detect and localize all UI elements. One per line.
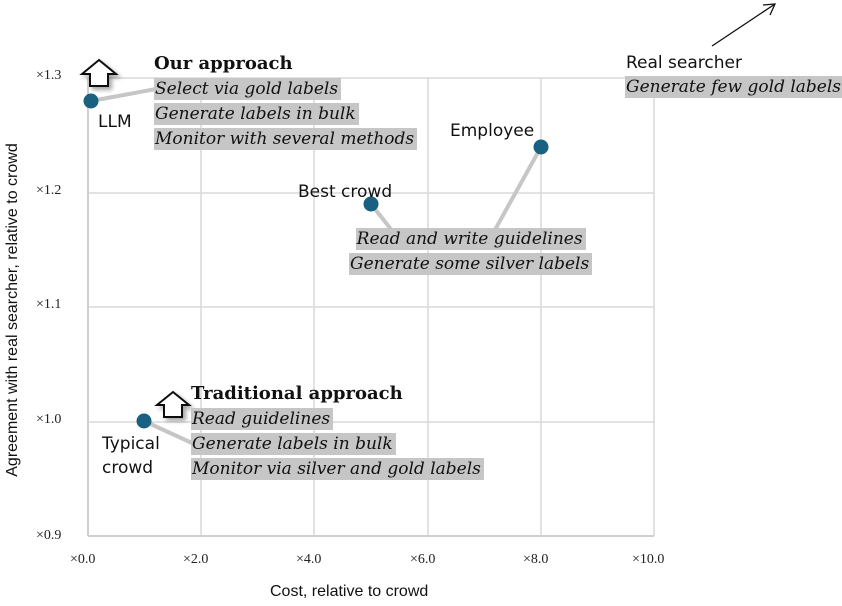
point-llm [83,93,99,109]
x-tick: ×0.0 [70,552,96,567]
axis-lines [87,78,654,537]
x-tick: ×4.0 [296,552,322,567]
y-tick: ×1.0 [36,412,62,427]
traditional-approach-title: Traditional approach [191,383,403,404]
our-approach-item: Select via gold labels [154,78,342,100]
y-tick: ×0.9 [36,528,62,543]
gridlines [88,77,655,536]
traditional-approach-item: Read guidelines [191,408,334,430]
point-typical-crowd [136,413,152,429]
label-employee: Employee [450,121,535,141]
label-typical-line2: crowd [102,458,154,478]
label-best-crowd: Best crowd [298,182,393,202]
up-arrow-icon [79,58,119,87]
label-real-searcher: Real searcher [626,53,742,73]
our-approach-item: Monitor with several methods [154,128,418,150]
x-tick: ×10.0 [632,552,665,567]
our-approach-item: Generate labels in bulk [154,103,359,125]
point-best-crowd [363,196,379,212]
our-approach-title: Our approach [154,53,293,74]
real-searcher-item: Generate few gold labels [625,76,842,98]
label-llm: LLM [98,112,132,132]
real-searcher-arrow-icon [711,3,777,47]
y-tick: ×1.2 [36,183,62,198]
x-tick: ×6.0 [410,552,436,567]
y-axis-title: Agreement with real searcher, relative t… [4,143,21,477]
label-typical-line1: Typical [102,434,160,454]
x-tick: ×8.0 [523,552,549,567]
point-employee [533,139,549,155]
data-points [83,93,549,429]
y-tick: ×1.1 [36,297,62,312]
crowd-employee-annotation: Read and write guidelines Generate some … [349,228,593,275]
crowd-employee-item: Generate some silver labels [349,253,593,275]
traditional-approach-item: Generate labels in bulk [191,433,396,455]
y-tick: ×1.3 [36,68,62,83]
traditional-approach-item: Monitor via silver and gold labels [191,458,484,480]
our-approach-annotation: Our approach Select via gold labels Gene… [154,53,418,150]
traditional-approach-annotation: Traditional approach Read guidelines Gen… [191,383,484,480]
x-axis-title: Cost, relative to crowd [270,583,429,600]
real-searcher-annotation: Generate few gold labels [625,76,842,98]
up-arrow-icon [154,390,192,418]
crowd-employee-item: Read and write guidelines [355,228,586,250]
x-tick: ×2.0 [183,552,209,567]
label-typical-crowd: Typical crowd [102,432,160,480]
